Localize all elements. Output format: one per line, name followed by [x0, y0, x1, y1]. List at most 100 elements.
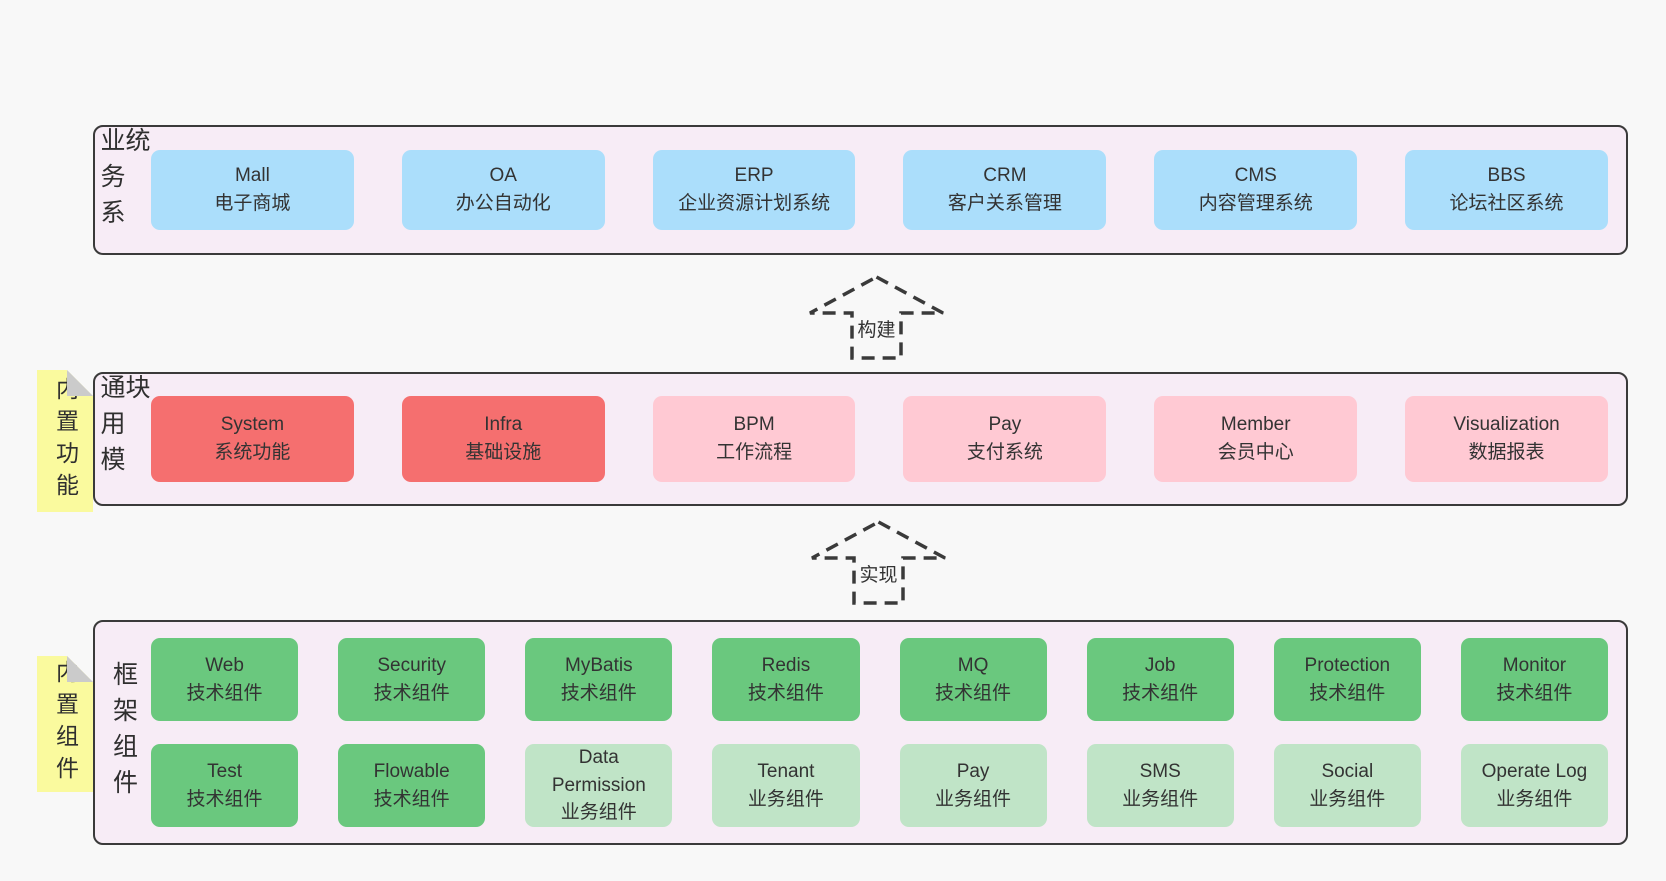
box-desc: 技术组件: [1122, 682, 1199, 704]
diagram-box: CMS 内容管理系统: [1154, 150, 1358, 230]
diagram-box: Security 技术组件: [338, 638, 486, 721]
diagram-box: Mall 电子商城: [151, 150, 354, 230]
box-desc: 技术组件: [1309, 682, 1386, 704]
diagram-box: Pay 支付系统: [903, 396, 1107, 482]
box-desc: 电子商城: [214, 193, 291, 214]
box-desc: 企业资源计划系统: [678, 193, 831, 214]
diagram-box: MQ 技术组件: [899, 638, 1047, 721]
box-name: Visualization: [1453, 414, 1560, 436]
box-name: Mall: [234, 165, 270, 187]
box-name: Member: [1220, 414, 1291, 436]
box-name: Web: [205, 654, 244, 676]
diagram-box: BBS 论坛社区系统: [1405, 150, 1608, 230]
layer-label-modules: 通用模块: [97, 374, 150, 482]
box-desc: 支付系统: [966, 442, 1043, 463]
diagram-box: Infra 基础设施: [401, 396, 605, 482]
box-name: Protection: [1304, 654, 1391, 676]
diagram-box: Test 技术组件: [151, 744, 299, 827]
arrow-implement: 实现: [810, 520, 947, 605]
business-boxes-row: Mall 电子商城 OA 办公自动化 ERP 企业资源计划系统 CRM: [151, 150, 1608, 230]
box-desc: 技术组件: [560, 682, 637, 704]
box-name: Security: [377, 654, 446, 676]
box-desc: 会员中心: [1217, 442, 1294, 463]
diagram-box: System 系统功能: [151, 396, 354, 482]
diagram-box: CRM 客户关系管理: [903, 150, 1107, 230]
sticky-note-builtin-functions: 内置功能: [37, 370, 93, 512]
box-desc: 技术组件: [935, 682, 1012, 704]
diagram-box: ERP 企业资源计划系统: [652, 150, 856, 230]
box-desc: 数据报表: [1468, 442, 1545, 463]
box-desc: 内容管理系统: [1198, 193, 1313, 214]
diagram-box: Data Permission 业务组件: [525, 744, 673, 827]
box-desc: 业务组件: [747, 788, 824, 810]
diagram-box: Visualization 数据报表: [1405, 396, 1608, 482]
diagram-box: BPM 工作流程: [652, 396, 856, 482]
diagram-box: Flowable 技术组件: [338, 744, 486, 827]
box-name: Pay: [956, 760, 990, 782]
box-name: Test: [207, 760, 242, 782]
box-name: Job: [1144, 654, 1176, 676]
layer-label-business: 业务系统: [97, 127, 150, 235]
box-name: Data Permission: [551, 747, 646, 796]
box-desc: 业务组件: [560, 802, 637, 824]
box-name: Infra: [484, 414, 523, 436]
box-desc: 技术组件: [373, 788, 450, 810]
diagram-box: Pay 业务组件: [899, 744, 1047, 827]
box-desc: 技术组件: [186, 788, 263, 810]
box-desc: 基础设施: [465, 442, 542, 463]
box-desc: 技术组件: [747, 682, 824, 704]
layer-business-systems: 业务系统 Mall 电子商城 OA 办公自动化 ERP: [93, 125, 1628, 255]
diagram-box: Web 技术组件: [151, 638, 299, 721]
box-desc: 技术组件: [1496, 682, 1573, 704]
diagram-box: SMS 业务组件: [1086, 744, 1234, 827]
box-desc: 业务组件: [935, 788, 1012, 810]
box-desc: 技术组件: [373, 682, 450, 704]
box-name: BPM: [733, 414, 775, 436]
diagram-box: Member 会员中心: [1154, 396, 1358, 482]
box-desc: 系统功能: [214, 442, 291, 463]
diagram-box: MyBatis 技术组件: [525, 638, 673, 721]
modules-boxes-row: System 系统功能 Infra 基础设施 BPM 工作流程 Pay: [151, 396, 1608, 482]
box-name: Monitor: [1502, 654, 1567, 676]
box-name: SMS: [1139, 760, 1181, 782]
diagram-box: Job 技术组件: [1086, 638, 1234, 721]
box-name: Redis: [761, 654, 811, 676]
box-name: MQ: [957, 654, 989, 676]
box-name: Operate Log: [1481, 760, 1588, 782]
box-desc: 论坛社区系统: [1449, 193, 1564, 214]
box-name: Pay: [988, 414, 1022, 436]
diagram-box: Social 业务组件: [1273, 744, 1421, 827]
box-desc: 客户关系管理: [947, 193, 1062, 214]
diagram-box: Monitor 技术组件: [1460, 638, 1608, 721]
sticky-note-builtin-components: 内置组件: [37, 656, 93, 792]
box-desc: 办公自动化: [455, 193, 551, 214]
box-name: Social: [1321, 760, 1374, 782]
box-name: Flowable: [373, 760, 450, 782]
box-name: System: [220, 414, 285, 436]
box-desc: 业务组件: [1309, 788, 1386, 810]
layer-framework-components: 框架组件 Web 技术组件 Security 技术组件 MyBatis: [93, 620, 1628, 845]
layer-label-components: 框架组件: [109, 660, 138, 805]
box-name: CMS: [1234, 165, 1277, 187]
box-name: ERP: [734, 165, 774, 187]
box-name: OA: [489, 165, 517, 187]
box-desc: 工作流程: [716, 442, 793, 463]
box-name: CRM: [983, 165, 1027, 187]
arrow-build: 构建: [808, 275, 945, 360]
diagram-box: Tenant 业务组件: [712, 744, 860, 827]
components-row-1: Web 技术组件 Security 技术组件 MyBatis 技术组件: [151, 638, 1608, 721]
box-desc: 技术组件: [186, 682, 263, 704]
box-name: Tenant: [757, 760, 815, 782]
arrow-build-label: 构建: [854, 315, 899, 342]
diagram-box: Protection 技术组件: [1273, 638, 1421, 721]
box-name: BBS: [1487, 165, 1526, 187]
box-desc: 业务组件: [1122, 788, 1199, 810]
diagram-box: Operate Log 业务组件: [1460, 744, 1608, 827]
diagram-box: Redis 技术组件: [712, 638, 860, 721]
arrow-implement-label: 实现: [856, 560, 901, 587]
components-row-2: Test 技术组件 Flowable 技术组件 Data Permission …: [151, 744, 1608, 827]
diagram-box: OA 办公自动化: [401, 150, 605, 230]
box-name: MyBatis: [565, 654, 633, 676]
layer-common-modules: 通用模块 System 系统功能 Infra 基础设施 BPM: [93, 372, 1628, 506]
